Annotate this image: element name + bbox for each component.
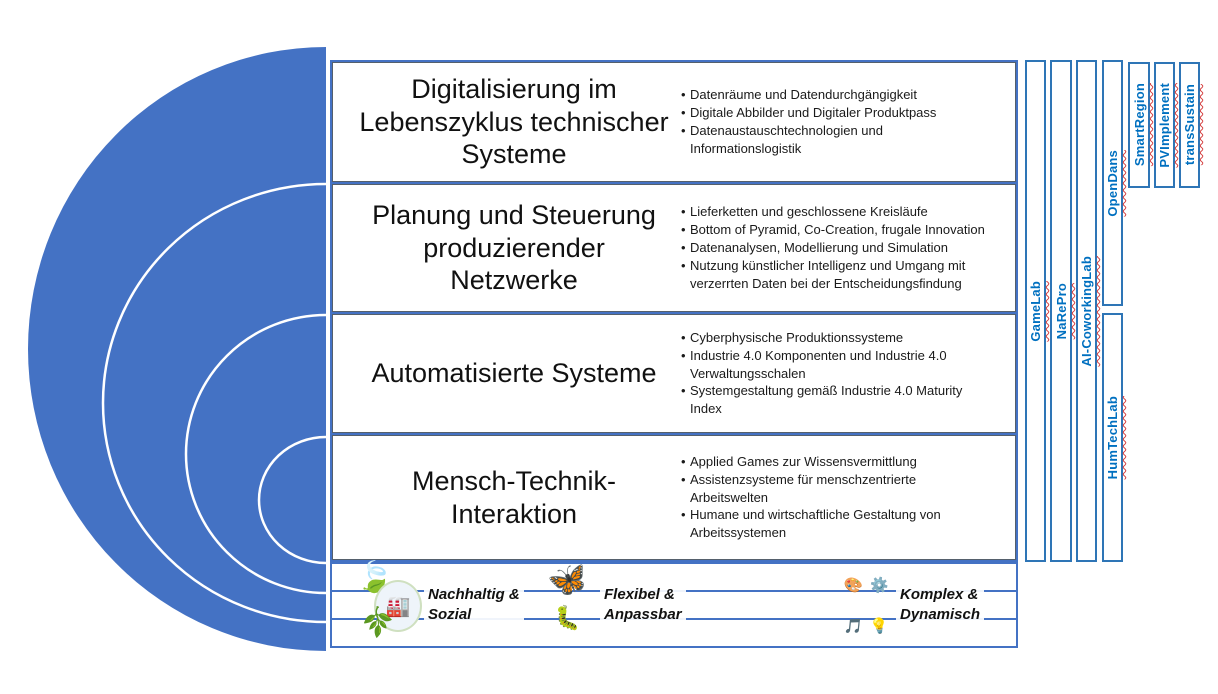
row-mensch-technik: Mensch-Technik- Interaktion Applied Game…: [332, 435, 1016, 560]
side-tab-label: HumTechLab: [1105, 395, 1120, 480]
bullet-item: Nutzung künstlicher Intelligenz und Umga…: [681, 257, 1015, 293]
row-title: Digitalisierung im Lebenszyklus technisc…: [359, 73, 669, 170]
side-tab-opendans[interactable]: OpenDans: [1102, 60, 1123, 306]
bullet-item: Cyberphysische Produktionssysteme: [681, 329, 1015, 347]
side-tab-transsustain[interactable]: transSustain: [1179, 62, 1200, 188]
side-tab-label: OpenDans: [1105, 149, 1120, 217]
side-tab-label: GameLab: [1028, 280, 1043, 342]
side-tab-smartregion[interactable]: SmartRegion: [1128, 62, 1150, 188]
group-nachhaltig-sozial: 🍃 🏭 🌿 Nachhaltig & Sozial: [356, 561, 524, 648]
caterpillar-icon: 🐛: [552, 603, 584, 632]
bullet-item: Industrie 4.0 Komponenten und Industrie …: [681, 347, 1015, 383]
side-tab-label: PVImplement: [1157, 82, 1172, 168]
butterfly-icon: 🦋: [544, 558, 592, 602]
music-note-icon: 🎵: [842, 616, 864, 636]
side-tab-label: SmartRegion: [1131, 83, 1147, 167]
gear-icon: ⚙️: [867, 574, 890, 596]
palette-icon: 🎨: [842, 574, 864, 595]
bullet-item: Applied Games zur Wissensvermittlung: [681, 453, 1015, 471]
row-planung: Planung und Steuerung produzierender Net…: [332, 184, 1016, 312]
side-tab-label: transSustain: [1182, 84, 1197, 166]
side-tab-label: NaRePro: [1053, 282, 1069, 340]
bulb-icon: 💡: [868, 616, 890, 636]
side-tab-humtechlab[interactable]: HumTechLab: [1102, 313, 1123, 562]
bullet-item: Lieferketten und geschlossene Kreisläufe: [681, 203, 1015, 221]
side-tab-gamelab[interactable]: GameLab: [1025, 60, 1046, 562]
side-tab-narepro[interactable]: NaRePro: [1050, 60, 1072, 562]
row-title: Planung und Steuerung produzierender Net…: [372, 199, 656, 296]
bottom-band-labels: 🍃 🏭 🌿 Nachhaltig & Sozial 🦋 🐛 Flexibel &…: [330, 558, 1018, 648]
group-label: Flexibel & Anpassbar: [600, 583, 686, 627]
row-title: Automatisierte Systeme: [371, 358, 657, 389]
group-label: Nachhaltig & Sozial: [424, 583, 524, 627]
eco-factory-icon: 🍃 🏭 🌿: [356, 561, 422, 646]
bullet-item: Datenräume und Datendurchgängigkeit: [681, 86, 1015, 104]
row-bullet-list: Applied Games zur Wissensvermittlung Ass…: [681, 453, 1015, 543]
bullet-item: Bottom of Pyramid, Co-Creation, frugale …: [681, 221, 1015, 239]
bullet-item: Datenanalysen, Modellierung und Simulati…: [681, 239, 1015, 257]
group-komplex-dynamisch: 🎨 ⚙️ 🎵 💡 Komplex & Dynamisch: [840, 562, 985, 648]
row-digitalisierung: Digitalisierung im Lebenszyklus technisc…: [332, 62, 1016, 182]
bullet-item: Humane und wirtschaftliche Gestaltung vo…: [681, 506, 1015, 542]
icon-collage-tree: 🎨 ⚙️ 🎵 💡: [840, 564, 892, 646]
row-bullet-list: Datenräume und Datendurchgängigkeit Digi…: [681, 86, 1015, 158]
butterfly-caterpillar-icon: 🦋 🐛: [544, 558, 596, 647]
topic-rows: Digitalisierung im Lebenszyklus technisc…: [330, 60, 1018, 562]
bullet-item: Assistenzsysteme für menschzentrierte Ar…: [681, 471, 1015, 507]
row-bullet-list: Lieferketten und geschlossene Kreisläufe…: [681, 203, 1015, 293]
side-tab-ai-coworkinglab[interactable]: AI-CoworkingLab: [1076, 60, 1097, 562]
factory-icon: 🏭: [374, 580, 422, 632]
row-bullet-list: Cyberphysische Produktionssysteme Indust…: [681, 329, 1015, 419]
group-flexibel-anpassbar: 🦋 🐛 Flexibel & Anpassbar: [544, 558, 686, 648]
group-label: Komplex & Dynamisch: [896, 583, 985, 627]
row-title: Mensch-Technik- Interaktion: [411, 465, 617, 529]
row-automatisierte-systeme: Automatisierte Systeme Cyberphysische Pr…: [332, 314, 1016, 433]
nested-rings-graphic: [28, 47, 326, 651]
bullet-item: Datenaustauschtechnologien und Informati…: [681, 122, 1015, 158]
side-tab-label: AI-CoworkingLab: [1079, 255, 1094, 367]
bullet-item: Systemgestaltung gemäß Industrie 4.0 Mat…: [681, 382, 1015, 418]
bullet-item: Digitale Abbilder und Digitaler Produktp…: [681, 104, 1015, 122]
side-tab-pvimplement[interactable]: PVImplement: [1154, 62, 1175, 188]
